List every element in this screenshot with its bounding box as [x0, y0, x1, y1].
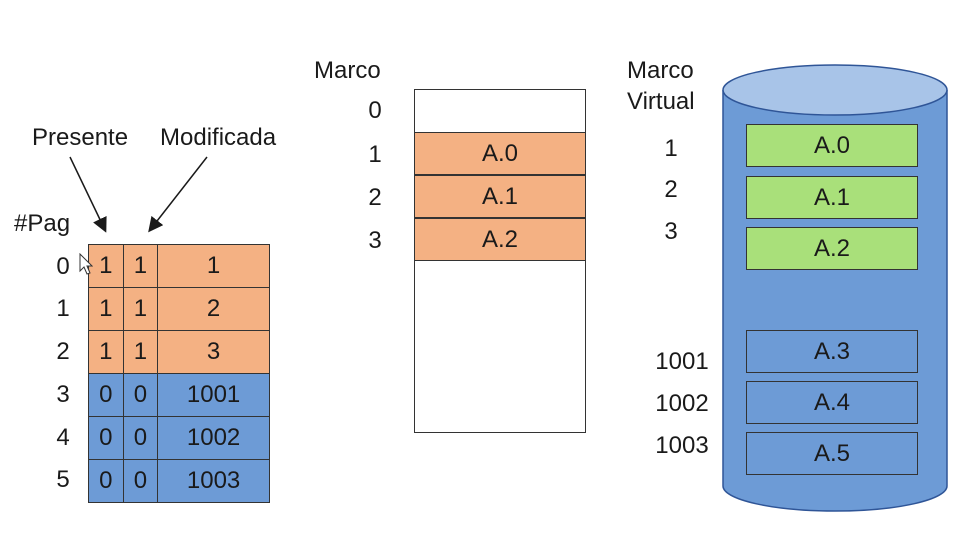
- physical-memory: A.0 A.1 A.2: [414, 89, 586, 433]
- modificada-label: Modificada: [160, 124, 277, 151]
- page-table: 1 1 1 1 1 2 1 1 3 0 0 1001 0 0 1002 0 0 …: [88, 244, 270, 503]
- marco-cell: 1: [157, 244, 270, 288]
- disk-block: A.1: [746, 176, 918, 219]
- disk-block: A.3: [746, 330, 918, 373]
- page-number: 1: [56, 295, 70, 322]
- modificada-cell: 1: [122, 287, 159, 331]
- virtual-frame-number: 1003: [655, 432, 709, 459]
- mouse-cursor-icon: [79, 253, 93, 275]
- modificada-cell: 0: [122, 459, 159, 503]
- marco-cell: 1002: [157, 416, 270, 460]
- frame-number: 1: [368, 141, 382, 168]
- page-number: 5: [56, 466, 70, 493]
- modificada-arrow: [148, 156, 208, 233]
- marco-cell: 1003: [157, 459, 270, 503]
- marco-cell: 2: [157, 287, 270, 331]
- disk-block: A.2: [746, 227, 918, 270]
- table-row: 1 1 3: [88, 330, 270, 374]
- marco-cell: 3: [157, 330, 270, 374]
- table-row: 0 0 1001: [88, 373, 270, 417]
- disk-block: A.4: [746, 381, 918, 424]
- marco-virtual-label-2: Virtual: [627, 88, 695, 115]
- table-row: 1 1 2: [88, 287, 270, 331]
- pag-label: #Pag: [14, 210, 71, 237]
- virtual-frame-number: 1: [664, 135, 678, 162]
- disk-block: A.5: [746, 432, 918, 475]
- table-row: 0 0 1003: [88, 459, 270, 503]
- presente-arrow: [69, 156, 107, 233]
- virtual-frame-number: 1002: [655, 390, 709, 417]
- memory-cell: A.0: [414, 132, 586, 175]
- presente-cell: 1: [88, 287, 124, 331]
- page-number: 0: [56, 253, 70, 280]
- frame-number: 0: [368, 97, 382, 124]
- presente-cell: 0: [88, 459, 124, 503]
- frame-number: 2: [368, 184, 382, 211]
- page-number: 3: [56, 381, 70, 408]
- page-number: 2: [56, 338, 70, 365]
- frame-number: 3: [368, 227, 382, 254]
- presente-label: Presente: [32, 124, 129, 151]
- disk-block: A.0: [746, 124, 918, 167]
- marco-cell: 1001: [157, 373, 270, 417]
- table-row: 1 1 1: [88, 244, 270, 288]
- virtual-frame-number: 1001: [655, 348, 709, 375]
- presente-cell: 1: [88, 244, 124, 288]
- presente-cell: 1: [88, 330, 124, 374]
- marco-label: Marco: [314, 57, 381, 84]
- presente-cell: 0: [88, 373, 124, 417]
- modificada-cell: 0: [122, 416, 159, 460]
- modificada-cell: 1: [122, 330, 159, 374]
- page-number: 4: [56, 424, 70, 451]
- memory-cell: A.1: [414, 175, 586, 218]
- presente-cell: 0: [88, 416, 124, 460]
- marco-virtual-label-1: Marco: [627, 57, 694, 84]
- modificada-cell: 0: [122, 373, 159, 417]
- modificada-cell: 1: [122, 244, 159, 288]
- table-row: 0 0 1002: [88, 416, 270, 460]
- virtual-frame-number: 3: [664, 218, 678, 245]
- memory-cell: A.2: [414, 218, 586, 261]
- virtual-frame-number: 2: [664, 176, 678, 203]
